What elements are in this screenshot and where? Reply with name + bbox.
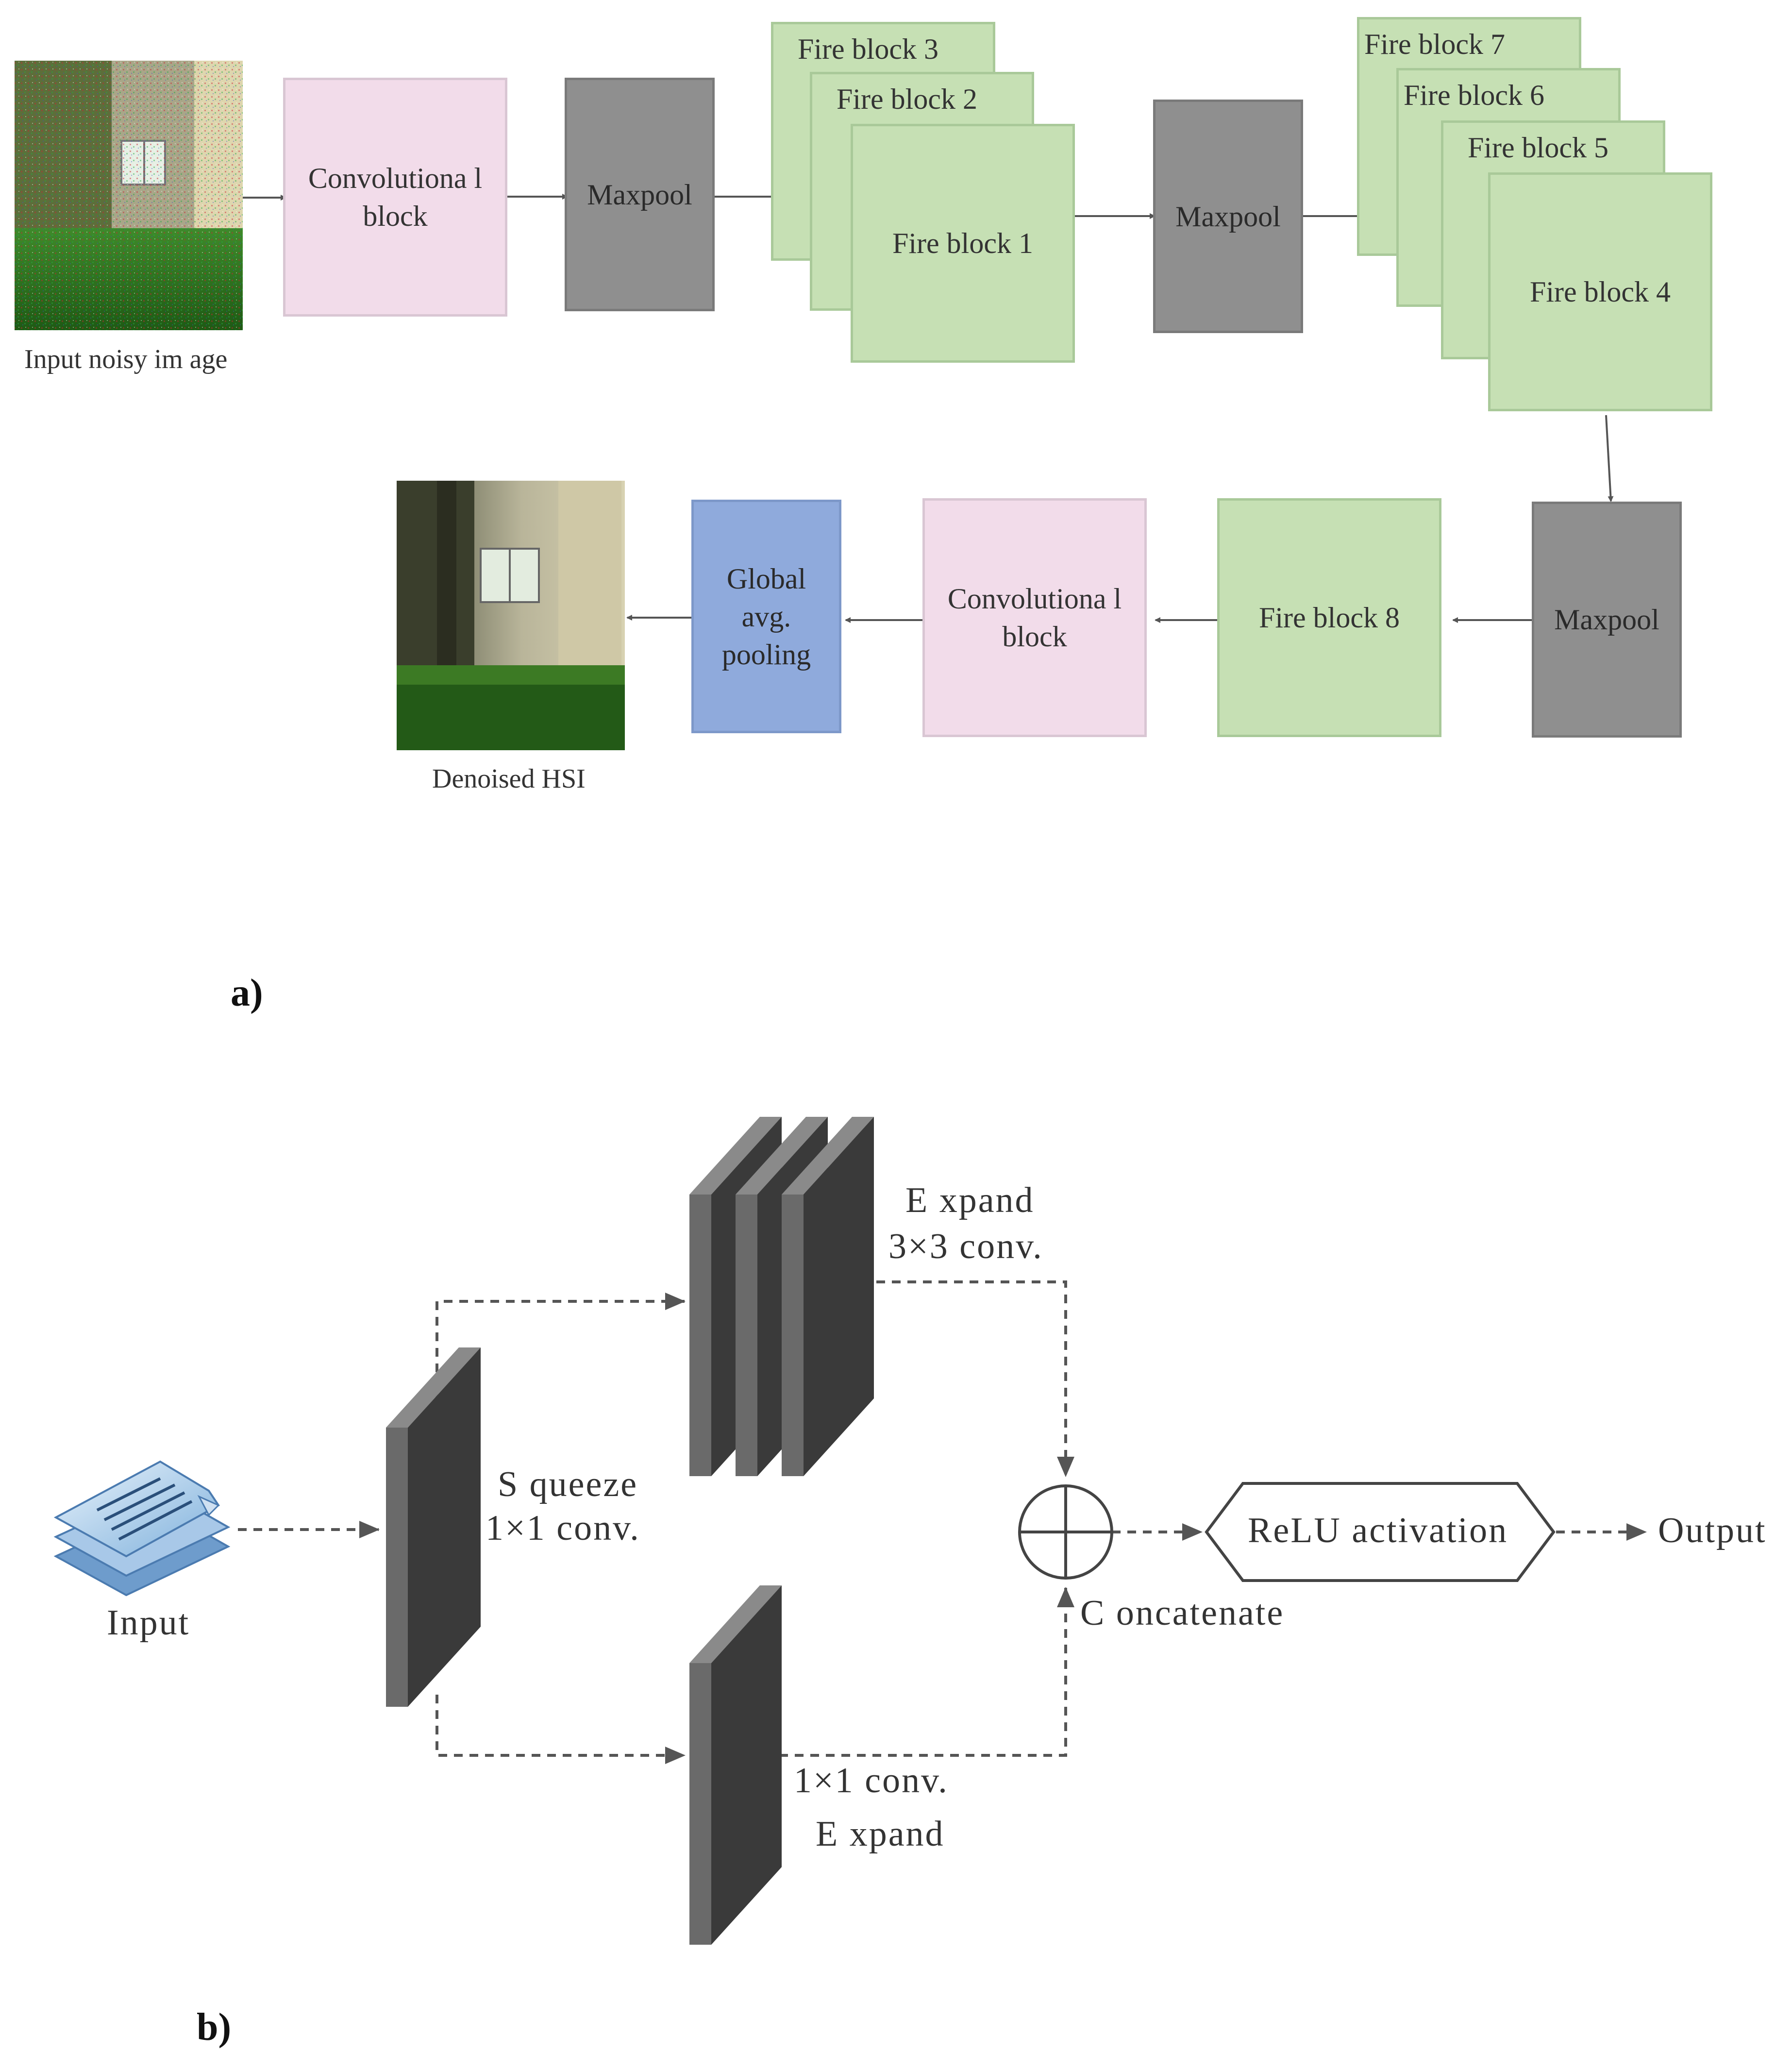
expand1-label-line1: 1×1 conv. (794, 1761, 949, 1801)
arrow-expand1-to-concat (779, 1587, 1074, 1757)
denoised-hsi-caption: Denoised HSI (432, 764, 586, 794)
convolutional-block-2: Convolutiona l block (922, 498, 1147, 737)
panel-b-connectors (238, 1280, 1647, 1764)
maxpool-2: Maxpool (1153, 100, 1303, 333)
maxpool-1: Maxpool (565, 78, 715, 311)
denoised-output-image (397, 481, 625, 750)
global-avg-pooling: Global avg. pooling (691, 500, 841, 733)
panel-b-label: b) (197, 2006, 232, 2049)
fire-block-4: Fire block 4 (1488, 172, 1712, 411)
concatenate-label: C oncatenate (1080, 1593, 1285, 1633)
concatenate-symbol (1018, 1484, 1113, 1580)
input-noisy-image-caption: Input noisy im age (24, 344, 228, 374)
squeeze-label-line1: S queeze (498, 1464, 638, 1504)
maxpool-3: Maxpool (1532, 502, 1682, 738)
fire-block-1: Fire block 1 (851, 124, 1075, 363)
convolutional-block-1: Convolutiona l block (283, 78, 507, 317)
arrow-squeeze-to-expand3 (435, 1293, 686, 1403)
panel-a-label: a) (231, 972, 263, 1014)
expand1-label-line2: E xpand (816, 1814, 945, 1854)
input-noisy-image (15, 61, 243, 330)
arrow-fire4-to-maxpool (1605, 415, 1614, 502)
arrow-squeeze-to-expand1 (435, 1695, 686, 1764)
arrow-expand3-to-concat (876, 1280, 1074, 1477)
expand3-label-line2: 3×3 conv. (888, 1227, 1043, 1266)
squeeze-layer (386, 1347, 481, 1707)
expand3-label-line1: E xpand (905, 1180, 1035, 1220)
expand1-layer (689, 1585, 782, 1945)
squeeze-label-line2: 1×1 conv. (486, 1508, 640, 1548)
input-label: Input (107, 1603, 190, 1643)
input-document-icon (53, 1460, 231, 1597)
output-label: Output (1658, 1511, 1767, 1550)
relu-activation-shape (1205, 1482, 1556, 1582)
expand3-layer-3 (782, 1117, 874, 1476)
fire-block-8: Fire block 8 (1217, 498, 1441, 737)
relu-activation-label: ReLU activation (1248, 1511, 1508, 1550)
